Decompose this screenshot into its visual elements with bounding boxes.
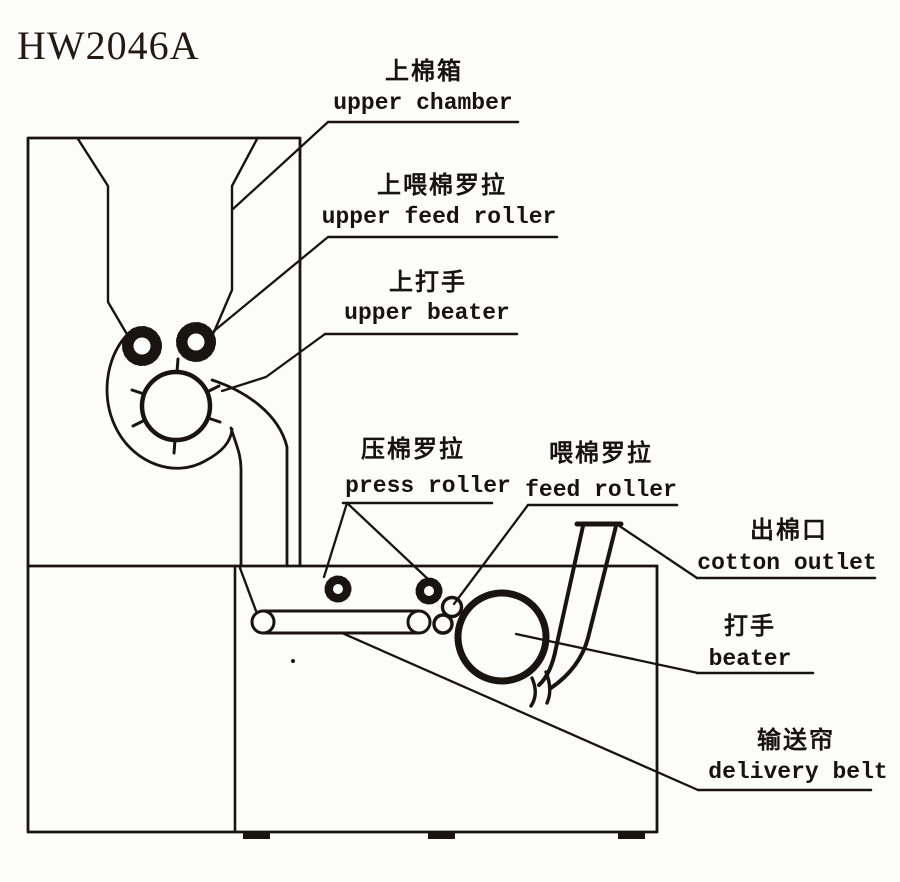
chute-right-wall xyxy=(549,524,618,690)
print-speck xyxy=(291,659,295,663)
leader-lines xyxy=(212,120,700,792)
cotton-outlet-leader xyxy=(616,523,699,580)
upper-chamber-funnel xyxy=(76,137,259,338)
upper-feed-roller-left-body xyxy=(126,330,158,362)
beater-hook-left xyxy=(529,676,537,708)
belt-support-strut xyxy=(238,566,258,613)
upper-chamber-label-zh: 上棉箱 xyxy=(385,57,463,85)
press-roller-leader-right xyxy=(345,501,431,582)
upper-beater-drum xyxy=(139,369,213,443)
beater-leader xyxy=(514,632,700,675)
feed-roller-lower xyxy=(432,613,454,635)
upper-feed-roller-label-en: upper feed roller xyxy=(321,204,557,230)
funnel-right-wall xyxy=(212,137,259,334)
delivery-belt-leader xyxy=(340,631,700,792)
machine-foot xyxy=(428,832,455,839)
feed-rollers xyxy=(432,595,464,635)
press-roller-left-body xyxy=(328,579,348,599)
cotton-outlet-label-en: cotton outlet xyxy=(697,550,877,576)
duct-outer-wall xyxy=(210,378,289,568)
feed-roller-leader xyxy=(452,503,530,606)
upper-chamber-box xyxy=(26,136,659,834)
delivery-belt-label-en: delivery belt xyxy=(708,759,888,785)
upper-beater-label-en: upper beater xyxy=(344,300,510,326)
machine-outline xyxy=(26,136,659,839)
upper-feed-roller-right-teeth xyxy=(176,322,216,362)
funnel-left-wall xyxy=(76,137,130,338)
press-roller-left-teeth xyxy=(324,575,352,603)
press-roller-right-body xyxy=(419,581,439,601)
beater-label-en: beater xyxy=(708,646,792,672)
belt-left-pulley xyxy=(250,609,276,635)
label-underlines xyxy=(323,120,877,792)
press-roller-label-zh: 压棉罗拉 xyxy=(361,435,465,463)
upper-feed-rollers xyxy=(122,322,216,366)
machine-foot xyxy=(243,832,270,839)
beater-drum xyxy=(454,589,550,685)
machine-foot xyxy=(618,832,645,839)
upper-beater-casing xyxy=(105,334,234,470)
press-rollers xyxy=(324,575,443,605)
duct-inner-wall xyxy=(229,426,243,568)
upper-feed-roller-leader xyxy=(212,235,330,333)
upper-beater-label-zh: 上打手 xyxy=(389,268,467,296)
feed-roller-label-zh: 喂棉罗拉 xyxy=(549,439,653,467)
beater-label-zh: 打手 xyxy=(724,612,776,640)
upper-feed-roller-left-teeth xyxy=(122,326,162,366)
upper-beater-assembly xyxy=(105,334,234,470)
upper-feed-roller-label-zh: 上喂棉罗拉 xyxy=(377,171,507,199)
feed-roller-label-en: feed roller xyxy=(525,477,677,503)
feed-roller-upper xyxy=(440,595,464,619)
cotton-outlet-label-zh: 出棉口 xyxy=(750,516,828,544)
cotton-outlet-chute xyxy=(537,521,624,690)
chute-left-wall xyxy=(537,524,585,687)
delivery-belt-label-zh: 输送帘 xyxy=(757,726,835,754)
upper-beater-spikes xyxy=(130,357,222,455)
upper-beater-leader xyxy=(220,332,327,393)
upper-chamber-label-en: upper chamber xyxy=(333,90,513,116)
belt-right-pulley xyxy=(406,609,432,635)
upper-feed-roller-right-body xyxy=(180,326,212,358)
model-number: HW2046A xyxy=(17,23,200,68)
press-roller-leader-left xyxy=(322,501,349,579)
upper-chamber-leader xyxy=(231,120,330,211)
transfer-duct xyxy=(210,378,289,568)
press-roller-label-en: press roller xyxy=(345,473,511,499)
